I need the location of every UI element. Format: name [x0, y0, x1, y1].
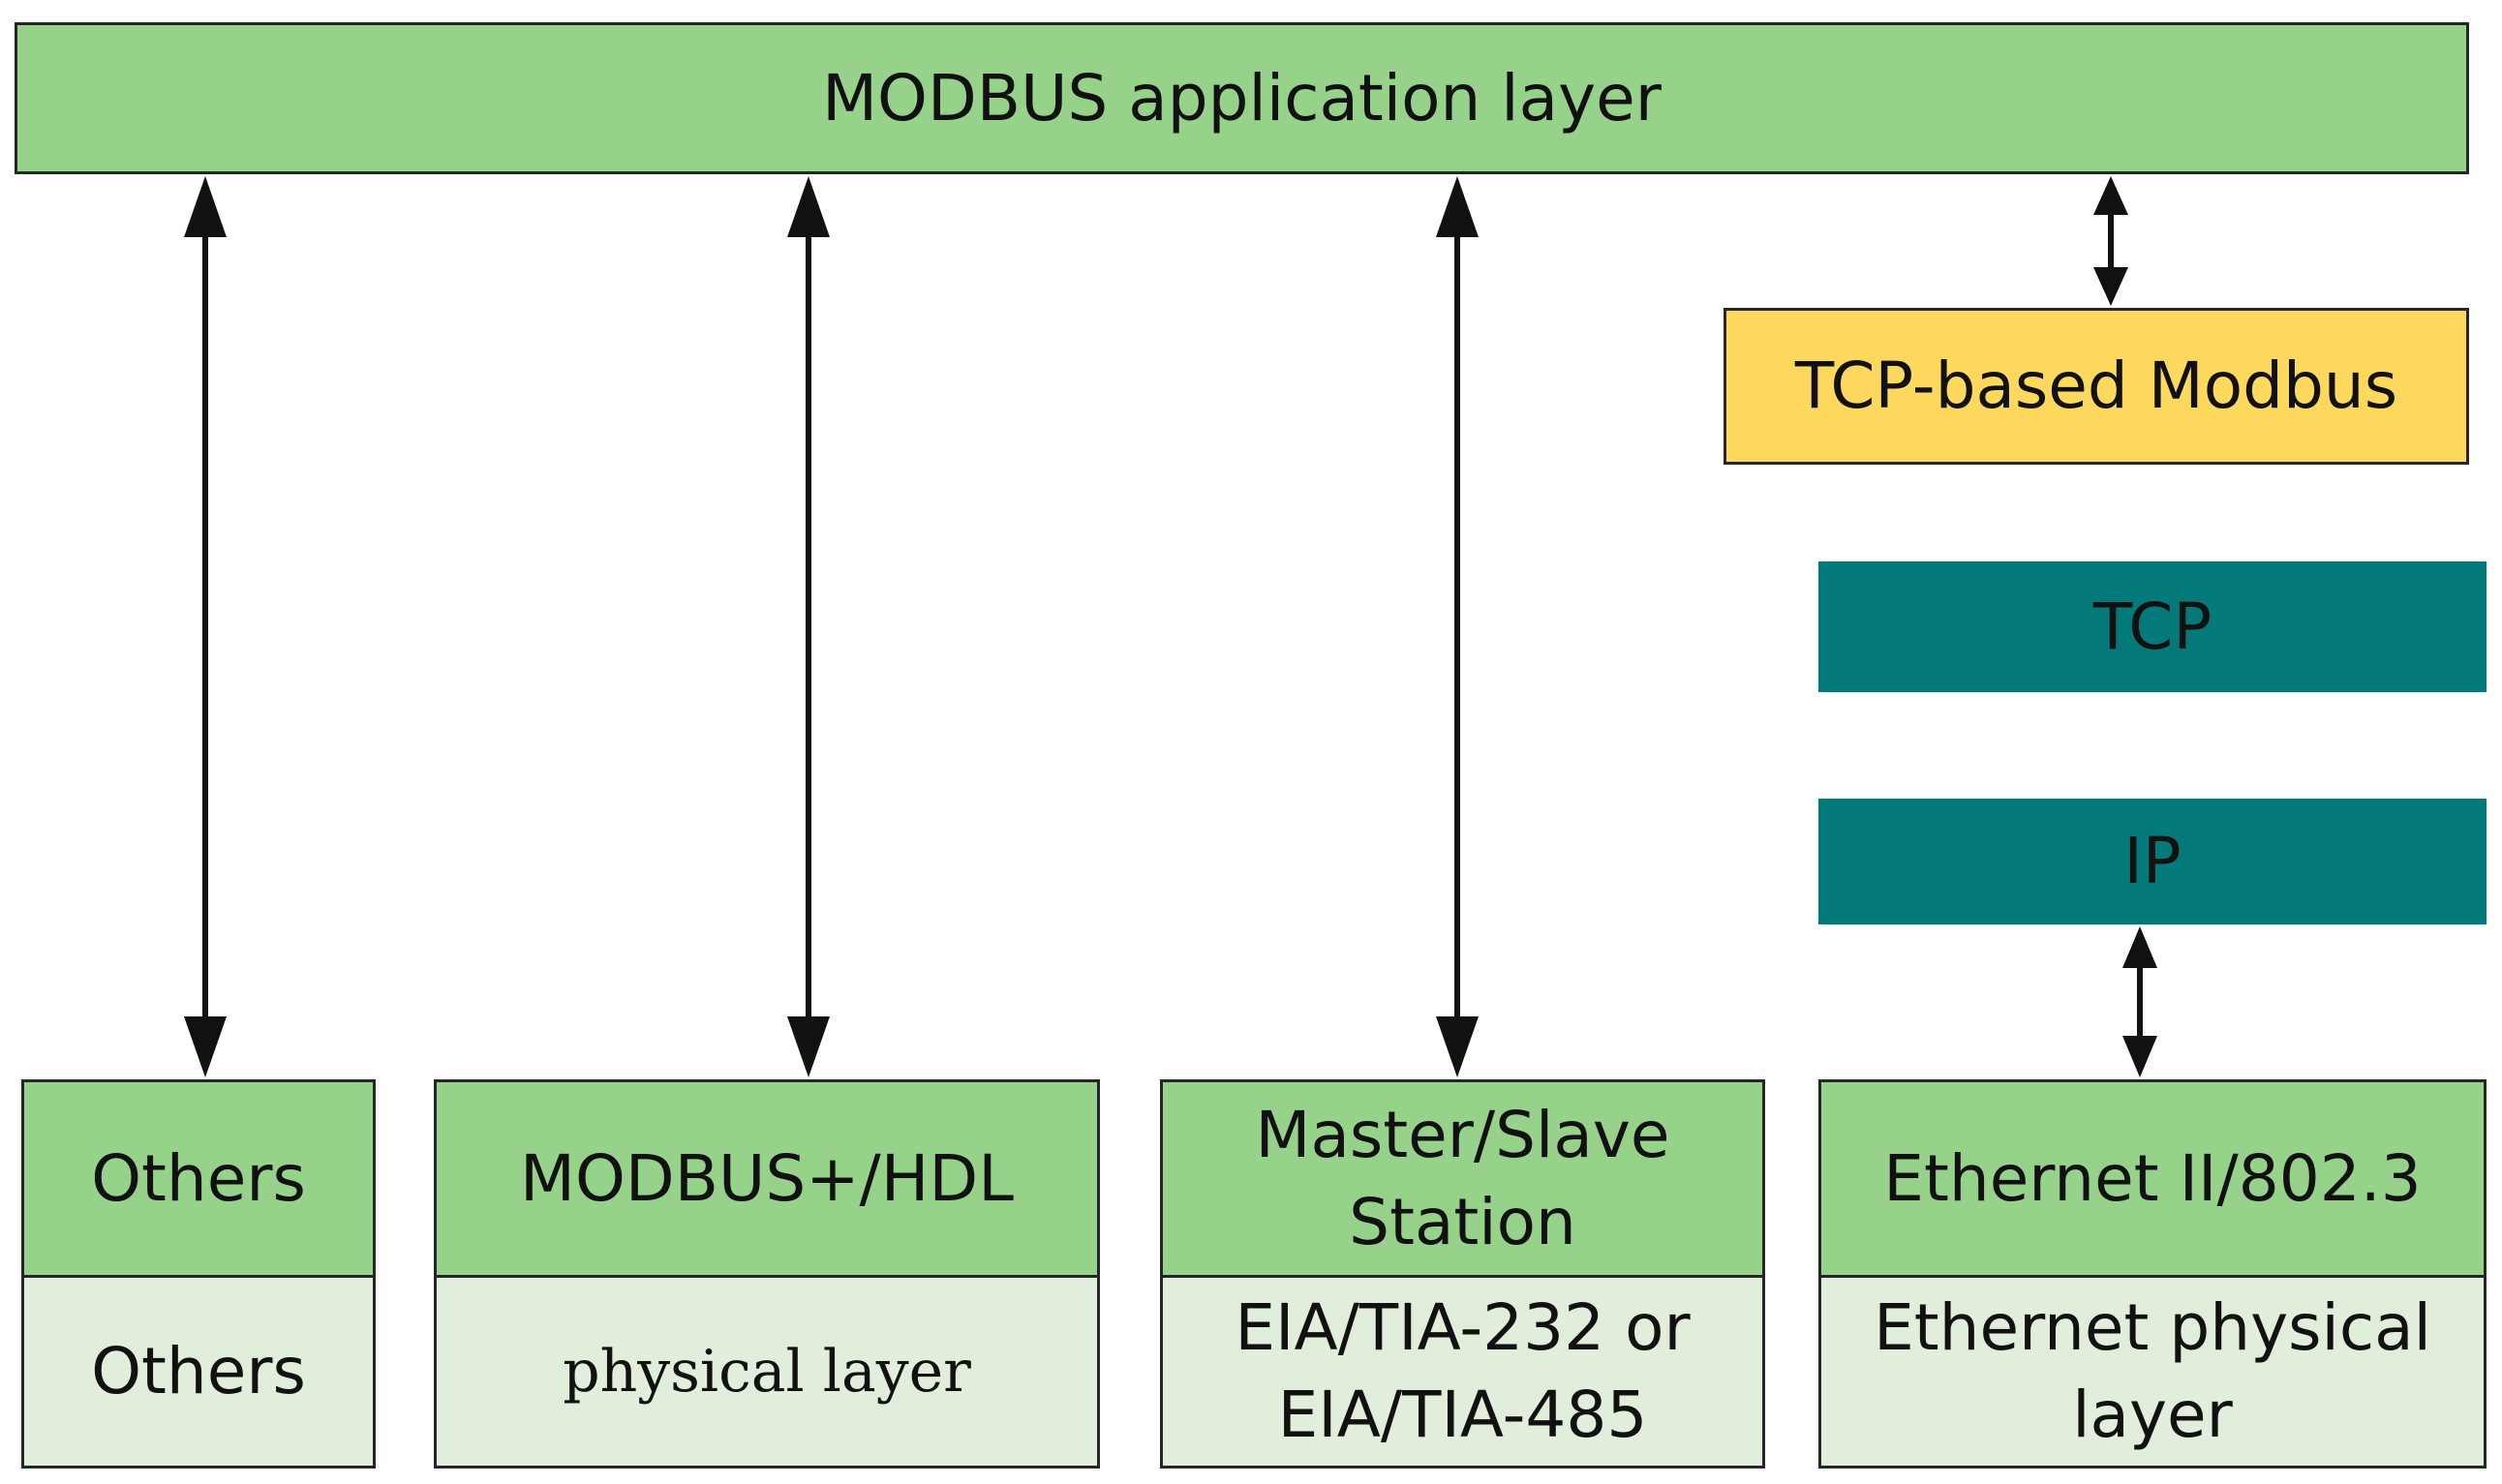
ethernet-ii-box: Ethernet II/802.3	[1818, 1079, 2487, 1278]
tcp-box: TCP	[1818, 561, 2487, 692]
others-protocol-label: Others	[91, 1140, 306, 1216]
arrowhead-down-modbus-plus	[787, 1016, 830, 1077]
eia-tia-physical-label: EIA/TIA-232 or EIA/TIA-485	[1235, 1290, 1691, 1452]
modbus-application-layer: MODBUS application layer	[15, 22, 2469, 174]
modbus-application-layer-label: MODBUS application layer	[822, 60, 1662, 136]
tcp-based-modbus-box: TCP-based Modbus	[1724, 308, 2469, 465]
tcp-label: TCP	[2092, 589, 2212, 664]
modbus-plus-hdl-label: MODBUS+/HDL	[520, 1140, 1014, 1216]
arrowhead-down-master-slave	[1436, 1016, 1479, 1077]
ethernet-ii-label: Ethernet II/802.3	[1883, 1140, 2422, 1216]
others-protocol-box: Others	[21, 1079, 376, 1278]
arrowhead-down-others	[184, 1016, 227, 1077]
arrowhead-up-tcp-modbus	[2093, 176, 2128, 215]
modbus-plus-hdl-box: MODBUS+/HDL	[434, 1079, 1100, 1278]
modbus-plus-physical-label: physical layer	[563, 1338, 971, 1406]
tcp-based-modbus-label: TCP-based Modbus	[1794, 348, 2398, 423]
ip-box: IP	[1818, 799, 2487, 924]
modbus-plus-physical-box: physical layer	[434, 1275, 1100, 1469]
arrowhead-up-others	[184, 176, 227, 237]
ethernet-physical-box: Ethernet physical layer	[1818, 1275, 2487, 1469]
master-slave-station-label: Master/Slave Station	[1255, 1097, 1670, 1259]
others-physical-label: Others	[91, 1334, 306, 1408]
ethernet-physical-label: Ethernet physical layer	[1874, 1290, 2431, 1452]
arrowhead-up-ip	[2122, 926, 2157, 968]
arrowhead-up-modbus-plus	[787, 176, 830, 237]
ip-label: IP	[2123, 824, 2182, 898]
arrowhead-down-tcp-modbus	[2093, 267, 2128, 306]
arrowhead-up-master-slave	[1436, 176, 1479, 237]
eia-tia-physical-box: EIA/TIA-232 or EIA/TIA-485	[1160, 1275, 1765, 1469]
others-physical-box: Others	[21, 1275, 376, 1469]
arrowhead-down-ethernet	[2122, 1036, 2157, 1077]
master-slave-station-box: Master/Slave Station	[1160, 1079, 1765, 1278]
